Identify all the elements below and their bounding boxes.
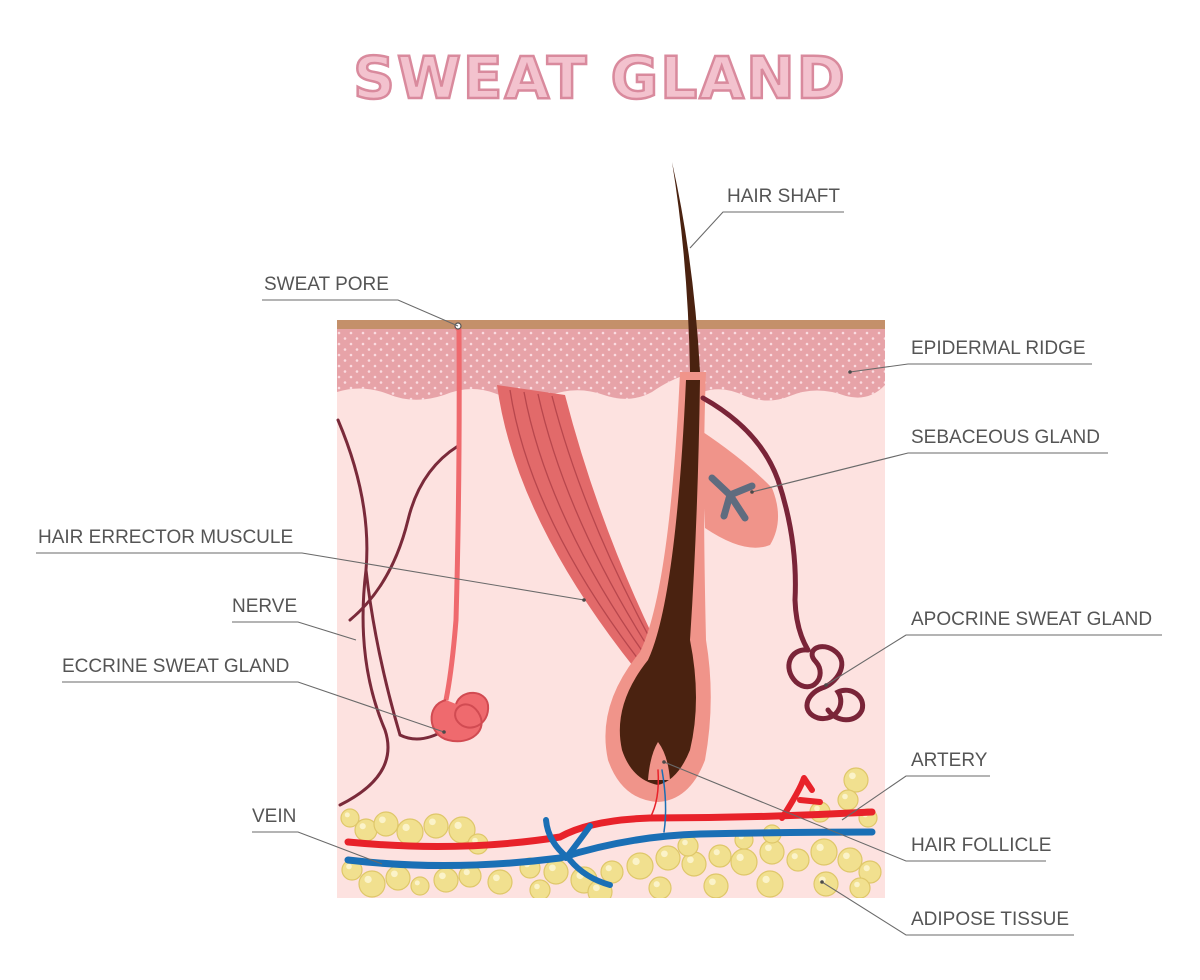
hair-shaft [672, 162, 700, 372]
vein [344, 828, 876, 870]
epidermis-layer [337, 320, 885, 401]
fat-cell [358, 870, 386, 898]
fat-cell-highlight [402, 823, 410, 832]
fat-cell-highlight [439, 872, 446, 880]
fat-cell-highlight [713, 849, 720, 856]
hair-follicle [605, 372, 711, 802]
fat-cell-highlight [454, 821, 462, 830]
artery [344, 808, 876, 850]
fat-cell-highlight [414, 880, 420, 886]
fat-cell-highlight [736, 853, 744, 862]
fat-cell [648, 876, 672, 898]
fat-cell [708, 844, 732, 868]
fat-cell [433, 867, 459, 893]
sebaceous-gland [700, 430, 779, 548]
fat-cell [373, 811, 399, 837]
fat-cell-highlight [709, 878, 716, 886]
fat-cell [543, 859, 569, 885]
label-hair-follicle: HAIR FOLLICLE [911, 835, 1051, 856]
fat-cell [529, 879, 551, 898]
fat-cell-highlight [814, 805, 820, 812]
fat-cell [677, 835, 699, 857]
fat-cell-highlight [346, 863, 352, 870]
fat-cell-highlight [605, 865, 612, 872]
fat-cell [487, 869, 513, 895]
fat-cell [396, 818, 424, 846]
fat-cell-highlight [791, 853, 798, 860]
fat-cell-highlight [843, 852, 850, 860]
fat-cell-highlight [344, 812, 350, 818]
fat-cell [837, 789, 859, 811]
label-artery: ARTERY [911, 750, 988, 771]
eccrine-sweat-gland [430, 322, 490, 743]
fat-cell [385, 865, 411, 891]
label-nerve: NERVE [232, 596, 297, 617]
fat-cell-highlight [391, 870, 398, 878]
fat-cell-highlight [632, 857, 640, 866]
fat-cell-highlight [653, 881, 660, 888]
fat-cell-highlight [429, 818, 436, 826]
label-sebaceous-gland: SEBACEOUS GLAND [911, 427, 1100, 448]
label-hair-shaft: HAIR SHAFT [727, 186, 840, 207]
fat-cell-highlight [661, 850, 668, 858]
diagram-title: SWEAT GLAND [353, 44, 847, 112]
fat-cell-highlight [463, 869, 470, 876]
fat-cell [600, 860, 624, 884]
fat-cell-highlight [765, 844, 772, 852]
capillary-artery [649, 769, 660, 819]
fat-cell-highlight [534, 883, 540, 890]
fat-cell [756, 870, 784, 898]
apocrine-sweat-gland [700, 395, 866, 723]
label-eccrine-sweat-gland: ECCRINE SWEAT GLAND [62, 656, 289, 677]
fat-cell-highlight [593, 884, 600, 892]
fat-cell [410, 876, 430, 896]
fat-cell-highlight [379, 816, 386, 824]
fat-cell-highlight [682, 839, 688, 846]
artery-branch [779, 775, 823, 821]
label-sweat-pore: SWEAT PORE [264, 274, 389, 295]
fat-cell [703, 873, 729, 898]
hair-erector-muscle [497, 385, 662, 675]
blood-vessels [344, 769, 876, 888]
fat-cell [626, 852, 654, 880]
fat-cell [810, 838, 838, 866]
label-apocrine-sweat-gland: APOCRINE SWEAT GLAND [911, 609, 1152, 630]
fat-cell [730, 848, 758, 876]
fat-cell-highlight [687, 856, 694, 864]
fat-cell [423, 813, 449, 839]
label-hair-erector-muscle: HAIR ERRECTOR MUSCULE [38, 527, 293, 548]
fat-cell-highlight [849, 772, 856, 780]
fat-cell-highlight [863, 865, 870, 872]
label-adipose-tissue: ADIPOSE TISSUE [911, 909, 1069, 930]
leader-endpoints [442, 370, 852, 884]
fat-cell-highlight [842, 793, 848, 800]
label-epidermal-ridge: EPIDERMAL RIDGE [911, 338, 1086, 359]
vein-branch [543, 817, 613, 888]
leader-lines [36, 211, 1162, 936]
fat-cell-highlight [359, 823, 366, 830]
fat-cell-highlight [854, 881, 860, 888]
fat-cell [837, 847, 863, 873]
fat-cell-highlight [364, 875, 372, 884]
fat-cell-highlight [549, 864, 556, 872]
label-vein: VEIN [252, 806, 296, 827]
fat-cell-highlight [493, 874, 500, 882]
fat-cell-highlight [816, 843, 824, 852]
fat-cell-highlight [472, 837, 478, 844]
fat-cell [655, 845, 681, 871]
fat-cell [843, 767, 869, 793]
fat-cell-highlight [762, 875, 770, 884]
fat-cell [786, 848, 810, 872]
fat-cell [849, 877, 871, 898]
capillary-vein [661, 769, 667, 833]
